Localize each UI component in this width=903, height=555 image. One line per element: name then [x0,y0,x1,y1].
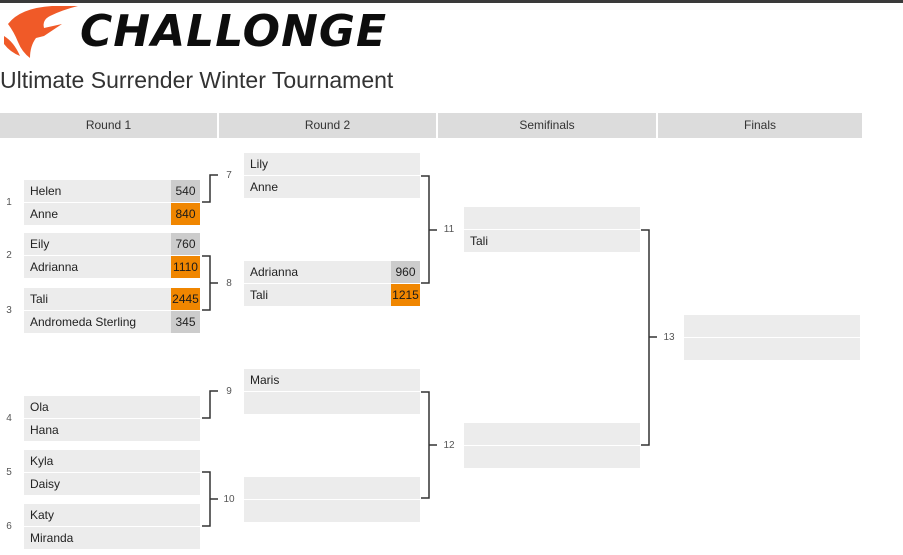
match-number: 10 [223,494,235,505]
player-name: Tali [250,288,269,302]
player-name: Hana [30,423,59,437]
match-1[interactable]: Helen 540 Anne 840 [24,180,200,225]
player-name: Daisy [30,477,61,491]
player-name: Miranda [30,531,74,545]
match-6-player-1[interactable]: Katy [24,504,200,526]
tournament-title: Ultimate Surrender Winter Tournament [0,67,394,93]
player-name: Ola [30,400,49,414]
match-number: 9 [226,386,232,397]
player-score: 345 [171,311,200,333]
match-4[interactable]: Ola Hana [24,396,200,441]
match-5-player-2[interactable]: Daisy [24,473,200,495]
match-2-player-1[interactable]: Eily 760 [24,233,200,255]
match-4-player-1[interactable]: Ola [24,396,200,418]
match-number: 5 [6,467,12,478]
match-number: 8 [226,278,232,289]
match-number: 4 [6,413,12,424]
match-12[interactable] [464,423,640,468]
player-name: Tali [470,234,489,248]
player-name: Maris [250,373,280,387]
match-1-player-2[interactable]: Anne 840 [24,203,200,225]
match-4-player-2[interactable]: Hana [24,419,200,441]
match-3-player-1[interactable]: Tali 2445 [24,288,200,310]
match-number: 12 [443,440,455,451]
player-name: Anne [30,207,59,221]
player-name: Adrianna [30,260,79,274]
player-name: Anne [250,180,279,194]
match-10-player-1[interactable] [244,477,420,499]
player-score: 760 [171,233,200,255]
player-name: Tali [30,292,49,306]
challonge-flame-icon [4,6,78,58]
match-7[interactable]: Lily Anne [244,153,420,198]
match-5[interactable]: Kyla Daisy [24,450,200,495]
round-header-2: Round 2 [219,113,436,138]
match-1-player-1[interactable]: Helen 540 [24,180,200,202]
player-score: 960 [391,261,420,283]
match-8[interactable]: Adrianna 960 Tali 1215 [244,261,420,306]
match-number: 13 [663,332,675,343]
match-6[interactable]: Katy Miranda [24,504,200,549]
match-8-player-2[interactable]: Tali 1215 [244,284,420,306]
match-10[interactable] [244,477,420,522]
player-name: Andromeda Sterling [30,315,137,329]
match-3[interactable]: Tali 2445 Andromeda Sterling 345 [24,288,200,333]
player-score: 540 [171,180,200,202]
match-7-player-2[interactable]: Anne [244,176,420,198]
match-13-player-1[interactable] [684,315,860,337]
match-13-player-2[interactable] [684,338,860,360]
round-header-1: Round 1 [0,113,217,138]
player-score-winner: 1215 [391,284,420,306]
brand-name: CHALLONGE [80,6,388,57]
player-score-winner: 2445 [171,288,200,310]
top-bar [0,0,903,3]
match-9-player-1[interactable]: Maris [244,369,420,391]
player-score-winner: 840 [171,203,200,225]
match-11-player-1[interactable] [464,207,640,229]
match-2[interactable]: Eily 760 Adrianna 1110 [24,233,200,278]
round-header-semifinals: Semifinals [438,113,656,138]
match-13[interactable] [684,315,860,360]
round-header-finals: Finals [658,113,862,138]
match-5-player-1[interactable]: Kyla [24,450,200,472]
match-11-player-2[interactable]: Tali [464,230,640,252]
match-number: 7 [226,170,232,181]
match-2-player-2[interactable]: Adrianna 1110 [24,256,200,278]
player-name: Helen [30,184,62,198]
match-6-player-2[interactable]: Miranda [24,527,200,549]
match-12-player-2[interactable] [464,446,640,468]
match-9[interactable]: Maris [244,369,420,414]
match-12-player-1[interactable] [464,423,640,445]
player-score-winner: 1110 [171,256,200,278]
match-9-player-2[interactable] [244,392,420,414]
match-10-player-2[interactable] [244,500,420,522]
player-name: Eily [30,237,50,251]
match-number: 3 [6,305,12,316]
match-number: 2 [6,250,12,261]
player-name: Adrianna [250,265,299,279]
player-name: Katy [30,508,55,522]
challonge-logo[interactable]: CHALLONGE [0,2,400,62]
match-3-player-2[interactable]: Andromeda Sterling 345 [24,311,200,333]
match-number: 1 [6,197,12,208]
match-number: 6 [6,521,12,532]
match-7-player-1[interactable]: Lily [244,153,420,175]
match-number: 11 [443,224,455,235]
player-name: Lily [250,157,269,171]
match-11[interactable]: Tali [464,207,640,252]
player-name: Kyla [30,454,54,468]
match-8-player-1[interactable]: Adrianna 960 [244,261,420,283]
